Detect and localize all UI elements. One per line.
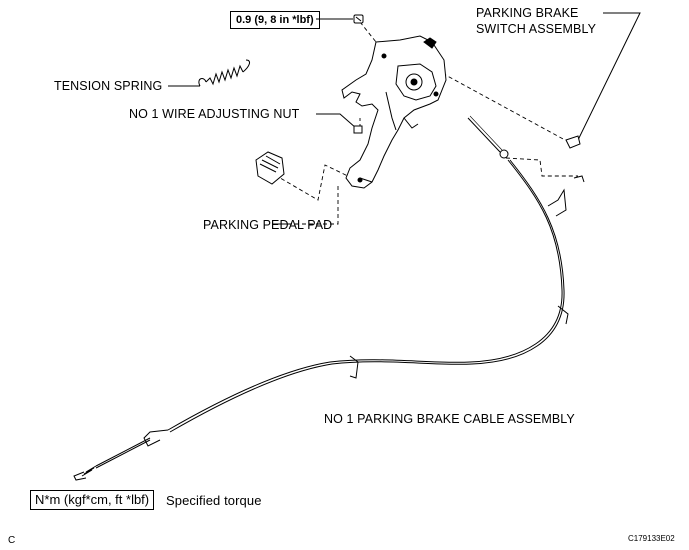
torque-spec-box: 0.9 (9, 8 in *lbf) [230,11,320,29]
pedal-pad-label: PARKING PEDAL PAD [203,218,333,232]
legend-description: Specified torque [166,493,262,508]
legend-torque-unit-box: N*m (kgf*cm, ft *lbf) [30,490,155,510]
torque-bolt [353,14,364,24]
switch-label-line1: PARKING BRAKE [476,6,579,20]
corner-letter: C [8,535,16,546]
wire-adjusting-nut-label: NO 1 WIRE ADJUSTING NUT [129,107,300,121]
parking-pedal-pad [255,151,285,185]
tension-spring-label: TENSION SPRING [54,79,163,93]
pedal-bracket-assembly [341,35,447,189]
figure-code: C179133E02 [628,534,675,543]
parking-brake-switch [565,135,585,183]
tension-spring [198,59,251,87]
wire-adjusting-nut [353,125,363,134]
cable-assembly-label: NO 1 PARKING BRAKE CABLE ASSEMBLY [324,412,575,426]
parking-brake-cable [73,115,569,481]
switch-leader-line [577,12,641,141]
switch-label-line2: SWITCH ASSEMBLY [476,22,597,36]
nut-leader-line [316,113,357,129]
